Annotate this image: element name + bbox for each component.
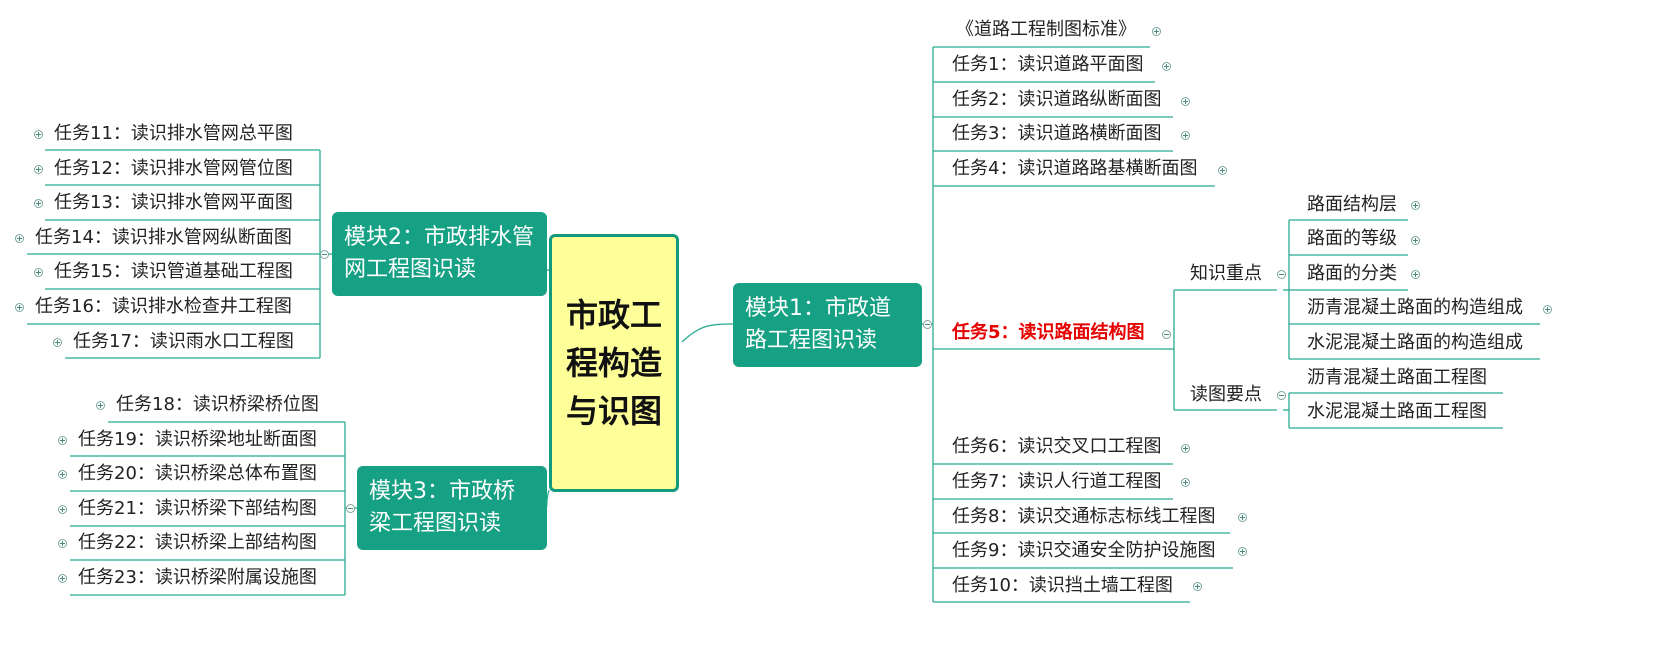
task-18-node[interactable]: 任务18：读识桥梁桥位图	[116, 394, 319, 415]
reading-item[interactable]: 沥青混凝土路面工程图	[1307, 367, 1487, 388]
collapse-toggle-icon[interactable]	[320, 250, 329, 259]
expand-icon[interactable]	[34, 268, 43, 277]
expand-icon[interactable]	[34, 165, 43, 174]
task-14-node[interactable]: 任务14：读识排水管网纵断面图	[35, 227, 292, 248]
collapse-toggle-icon[interactable]	[1162, 330, 1171, 339]
expand-icon[interactable]	[1411, 236, 1420, 245]
reading-points-node[interactable]: 读图要点	[1190, 384, 1262, 405]
task-4-node[interactable]: 任务4：读识道路路基横断面图	[952, 158, 1198, 179]
collapse-toggle-icon[interactable]	[1277, 391, 1286, 400]
expand-icon[interactable]	[58, 470, 67, 479]
expand-icon[interactable]	[34, 130, 43, 139]
expand-icon[interactable]	[15, 303, 24, 312]
knowledge-item[interactable]: 路面的分类	[1307, 263, 1397, 284]
task-12-node[interactable]: 任务12：读识排水管网管位图	[54, 158, 293, 179]
knowledge-points-node[interactable]: 知识重点	[1190, 263, 1262, 284]
task-16-node[interactable]: 任务16：读识排水检查井工程图	[35, 296, 292, 317]
knowledge-item[interactable]: 水泥混凝土路面的构造组成	[1307, 332, 1523, 353]
expand-icon[interactable]	[1162, 62, 1171, 71]
module-2-node[interactable]: 模块2：市政排水管网工程图识读	[332, 212, 547, 296]
reading-item[interactable]: 水泥混凝土路面工程图	[1307, 401, 1487, 422]
task-5-node[interactable]: 任务5：读识路面结构图	[952, 322, 1145, 343]
expand-icon[interactable]	[58, 574, 67, 583]
task-19-node[interactable]: 任务19：读识桥梁地址断面图	[78, 429, 317, 450]
knowledge-item[interactable]: 路面结构层	[1307, 194, 1397, 215]
expand-icon[interactable]	[1181, 478, 1190, 487]
expand-icon[interactable]	[1218, 166, 1227, 175]
collapse-toggle-icon[interactable]	[1277, 270, 1286, 279]
expand-icon[interactable]	[1181, 444, 1190, 453]
expand-icon[interactable]	[34, 199, 43, 208]
task-7-node[interactable]: 任务7：读识人行道工程图	[952, 471, 1162, 492]
expand-icon[interactable]	[1238, 513, 1247, 522]
expand-icon[interactable]	[58, 539, 67, 548]
expand-icon[interactable]	[58, 436, 67, 445]
expand-icon[interactable]	[1543, 305, 1552, 314]
task-8-node[interactable]: 任务8：读识交通标志标线工程图	[952, 506, 1216, 527]
central-topic[interactable]: 市政工程构造与识图	[549, 234, 679, 492]
module-3-node[interactable]: 模块3：市政桥梁工程图识读	[357, 466, 547, 550]
task-1-node[interactable]: 任务1：读识道路平面图	[952, 54, 1144, 75]
task-10-node[interactable]: 任务10：读识挡土墙工程图	[952, 575, 1173, 596]
task-15-node[interactable]: 任务15：读识管道基础工程图	[54, 261, 293, 282]
expand-icon[interactable]	[1152, 27, 1161, 36]
knowledge-item[interactable]: 沥青混凝土路面的构造组成	[1307, 297, 1523, 318]
expand-icon[interactable]	[1411, 270, 1420, 279]
collapse-toggle-icon[interactable]	[346, 504, 355, 513]
expand-icon[interactable]	[1181, 131, 1190, 140]
task-11-node[interactable]: 任务11：读识排水管网总平图	[54, 123, 293, 144]
task-22-node[interactable]: 任务22：读识桥梁上部结构图	[78, 532, 317, 553]
task-20-node[interactable]: 任务20：读识桥梁总体布置图	[78, 463, 317, 484]
expand-icon[interactable]	[96, 401, 105, 410]
task-17-node[interactable]: 任务17：读识雨水口工程图	[73, 331, 294, 352]
knowledge-item[interactable]: 路面的等级	[1307, 228, 1397, 249]
expand-icon[interactable]	[1193, 582, 1202, 591]
task-13-node[interactable]: 任务13：读识排水管网平面图	[54, 192, 293, 213]
expand-icon[interactable]	[1238, 547, 1247, 556]
expand-icon[interactable]	[1181, 97, 1190, 106]
task-21-node[interactable]: 任务21：读识桥梁下部结构图	[78, 498, 317, 519]
expand-icon[interactable]	[53, 338, 62, 347]
task-2-node[interactable]: 任务2：读识道路纵断面图	[952, 89, 1162, 110]
task-3-node[interactable]: 任务3：读识道路横断面图	[952, 123, 1162, 144]
module-1-node[interactable]: 模块1：市政道路工程图识读	[733, 283, 922, 367]
standard-node[interactable]: 《道路工程制图标准》	[956, 19, 1136, 40]
expand-icon[interactable]	[15, 234, 24, 243]
task-23-node[interactable]: 任务23：读识桥梁附属设施图	[78, 567, 317, 588]
expand-icon[interactable]	[58, 505, 67, 514]
collapse-toggle-icon[interactable]	[923, 320, 932, 329]
task-6-node[interactable]: 任务6：读识交叉口工程图	[952, 436, 1162, 457]
task-9-node[interactable]: 任务9：读识交通安全防护设施图	[952, 540, 1216, 561]
expand-icon[interactable]	[1411, 201, 1420, 210]
